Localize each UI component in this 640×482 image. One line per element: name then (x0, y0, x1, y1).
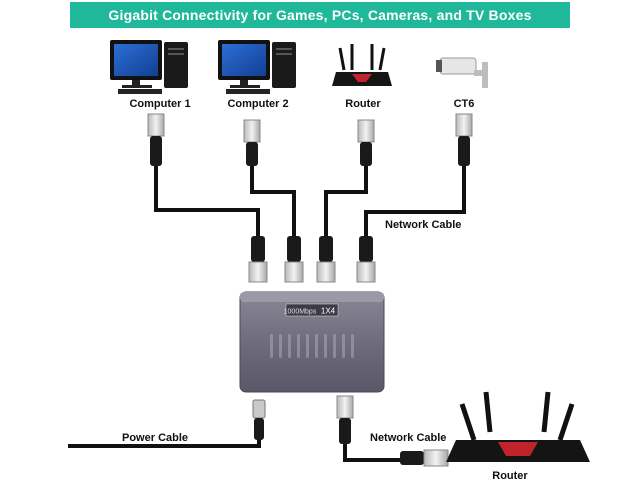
camera-icon (436, 57, 488, 88)
rj45-plug-icon (248, 236, 268, 283)
computer-1-label: Computer 1 (129, 98, 191, 110)
power-cable (68, 399, 266, 448)
camera-label: CT6 (453, 98, 475, 110)
computer-2-label: Computer 2 (227, 98, 289, 110)
rj45-plug-icon (147, 113, 165, 166)
router-top-icon (332, 44, 392, 86)
rj45-plug-icon (356, 236, 376, 283)
router-bottom-label: Router (492, 470, 528, 482)
network-cable-bottom-label: Network Cable (370, 432, 447, 444)
rj45-plug-icon (316, 236, 336, 283)
top-plugs (147, 113, 473, 166)
rj45-plug-icon (284, 236, 304, 283)
computer-1-icon (110, 40, 188, 94)
ethernet-hub: 1000Mbps 1X4 (239, 291, 385, 393)
hub-vents (270, 334, 354, 358)
banner-title: Gigabit Connectivity for Games, PCs, Cam… (70, 2, 570, 28)
hub-plugs (248, 236, 376, 283)
computer-2-icon (218, 40, 296, 94)
bottom-network-cable (336, 395, 449, 467)
rj45-plug-icon (357, 119, 375, 166)
hub-ports-label: 1X4 (321, 307, 336, 316)
router-top-label: Router (345, 98, 381, 110)
top-cables (154, 165, 466, 240)
power-cable-label: Power Cable (122, 432, 189, 444)
rj45-plug-icon (455, 113, 473, 166)
hub-speed-label: 1000Mbps (284, 309, 317, 316)
router-bottom-icon (446, 391, 590, 462)
network-cable-top-label: Network Cable (385, 219, 462, 231)
rj45-plug-icon (243, 119, 261, 166)
